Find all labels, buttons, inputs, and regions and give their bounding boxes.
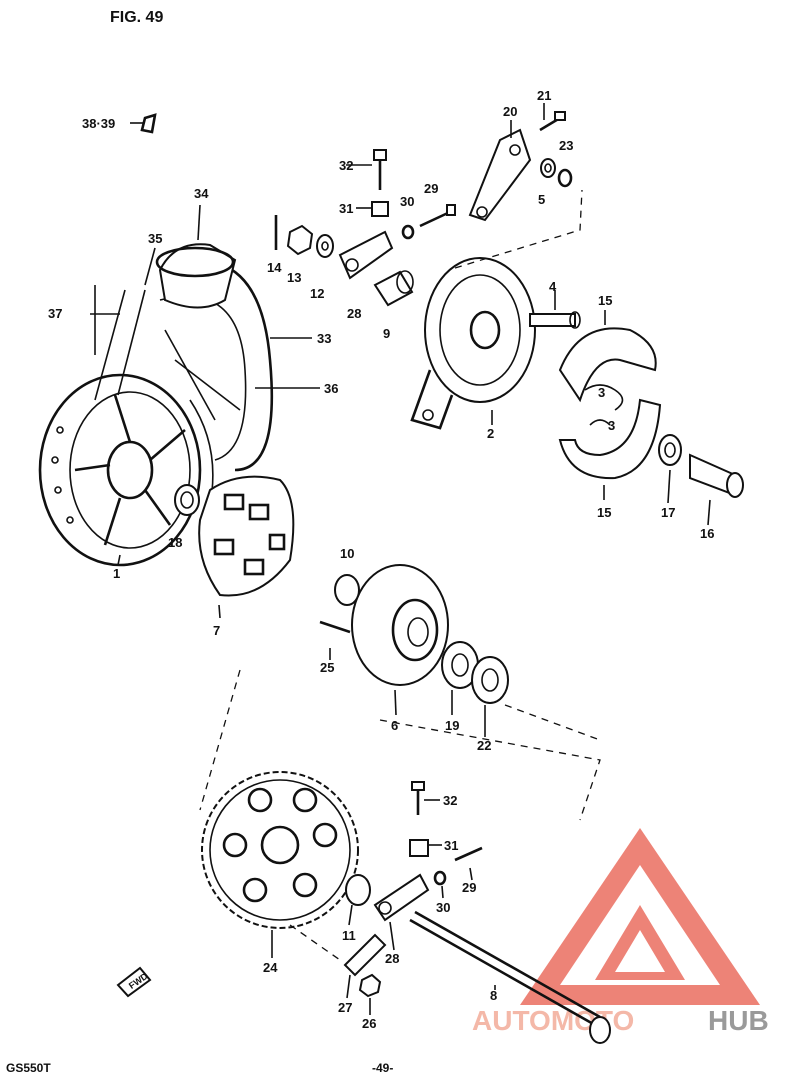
callout-3a: 3 (598, 385, 605, 400)
callout-14: 14 (267, 260, 282, 275)
hub-cap (155, 243, 237, 309)
bolt-21 (539, 111, 566, 132)
callout-28a: 28 (347, 306, 361, 321)
callout-35: 35 (148, 231, 162, 246)
nut-13 (286, 224, 314, 256)
nut-31-lower (409, 839, 429, 857)
forward-arrow: FWD (116, 966, 152, 998)
brake-shoe-lower (558, 398, 662, 480)
callout-32a: 32 (339, 158, 353, 173)
clip-38-39 (140, 113, 157, 134)
rear-sprocket (201, 771, 359, 929)
callout-16: 16 (700, 526, 714, 541)
callout-3b: 3 (608, 418, 615, 433)
collar-16 (689, 453, 744, 498)
link-27 (343, 933, 387, 977)
callout-13: 13 (287, 270, 301, 285)
bearing-19 (441, 641, 479, 689)
callout-37: 37 (48, 306, 62, 321)
washer-30-lower (433, 870, 447, 886)
callout-29a: 29 (424, 181, 438, 196)
brake-cam (529, 311, 581, 329)
svg-text:HUB: HUB (708, 1005, 769, 1036)
brake-panel (410, 257, 536, 430)
callout-33: 33 (317, 331, 331, 346)
callout-9: 9 (383, 326, 390, 341)
sprocket-carrier (351, 564, 449, 686)
cotter-pin-23 (557, 168, 573, 188)
callout-31b: 31 (444, 838, 458, 853)
torque-link (468, 128, 532, 222)
page-number: -49- (372, 1061, 393, 1075)
spokes (94, 289, 241, 421)
callout-5: 5 (538, 192, 545, 207)
callout-19: 19 (445, 718, 459, 733)
callout-38-39: 38·39 (82, 116, 115, 131)
callout-15a: 15 (598, 293, 612, 308)
spacer-11 (345, 874, 371, 906)
callout-2: 2 (487, 426, 494, 441)
assembly-lines (199, 189, 601, 961)
figure-title: FIG. 49 (110, 9, 163, 26)
model-code: GS550T (6, 1061, 51, 1075)
callout-23: 23 (559, 138, 573, 153)
rear-wheel-hub (38, 373, 214, 567)
callout-36: 36 (324, 381, 338, 396)
washer-5 (540, 158, 556, 178)
callout-6: 6 (391, 718, 398, 733)
callouts: 1 2 3 3 4 5 6 7 8 9 10 11 12 13 14 15 15… (48, 88, 714, 1031)
callout-21: 21 (537, 88, 551, 103)
callout-20: 20 (503, 104, 517, 119)
washer-30-upper (401, 224, 415, 240)
bolt-32-upper (373, 149, 387, 190)
shoe-springs (584, 384, 624, 426)
callout-32b: 32 (443, 793, 457, 808)
callout-12: 12 (310, 286, 324, 301)
bolt-29-upper (419, 204, 456, 228)
callout-28b: 28 (385, 951, 399, 966)
seal-22 (471, 656, 509, 704)
callout-7: 7 (213, 623, 220, 638)
callout-17: 17 (661, 505, 675, 520)
callout-8: 8 (490, 988, 497, 1003)
arm-28-lower (373, 873, 430, 922)
watermark-text: AUTOMOTO HUB (472, 1005, 769, 1036)
axle-8 (409, 910, 611, 1044)
nut-26 (358, 973, 382, 998)
sleeve-9 (373, 270, 414, 307)
watermark-logo (520, 828, 760, 1005)
leader-lines (90, 103, 711, 1015)
callout-1: 1 (113, 566, 120, 581)
washer-12 (316, 234, 334, 258)
callout-18: 18 (168, 535, 182, 550)
callout-31a: 31 (339, 201, 353, 216)
callout-24: 24 (263, 960, 278, 975)
bearing-18 (174, 484, 200, 516)
callout-30a: 30 (400, 194, 414, 209)
callout-11: 11 (342, 928, 356, 943)
callout-15b: 15 (597, 505, 611, 520)
callout-26: 26 (362, 1016, 376, 1031)
bolt-32-lower (411, 781, 425, 815)
cush-drive-damper (198, 475, 295, 597)
bushing-10 (334, 574, 360, 606)
callout-22: 22 (477, 738, 491, 753)
bolt-25 (319, 620, 351, 634)
bolt-29-lower (454, 846, 483, 862)
callout-4: 4 (549, 279, 557, 294)
callout-25: 25 (320, 660, 334, 675)
callout-10: 10 (340, 546, 354, 561)
callout-34: 34 (194, 186, 209, 201)
callout-27: 27 (338, 1000, 352, 1015)
nut-31-upper (371, 201, 389, 217)
callout-30b: 30 (436, 900, 450, 915)
brake-shoe-upper (558, 327, 657, 403)
arm-28-upper (338, 230, 394, 280)
spacer-17 (658, 434, 682, 466)
callout-29b: 29 (462, 880, 476, 895)
